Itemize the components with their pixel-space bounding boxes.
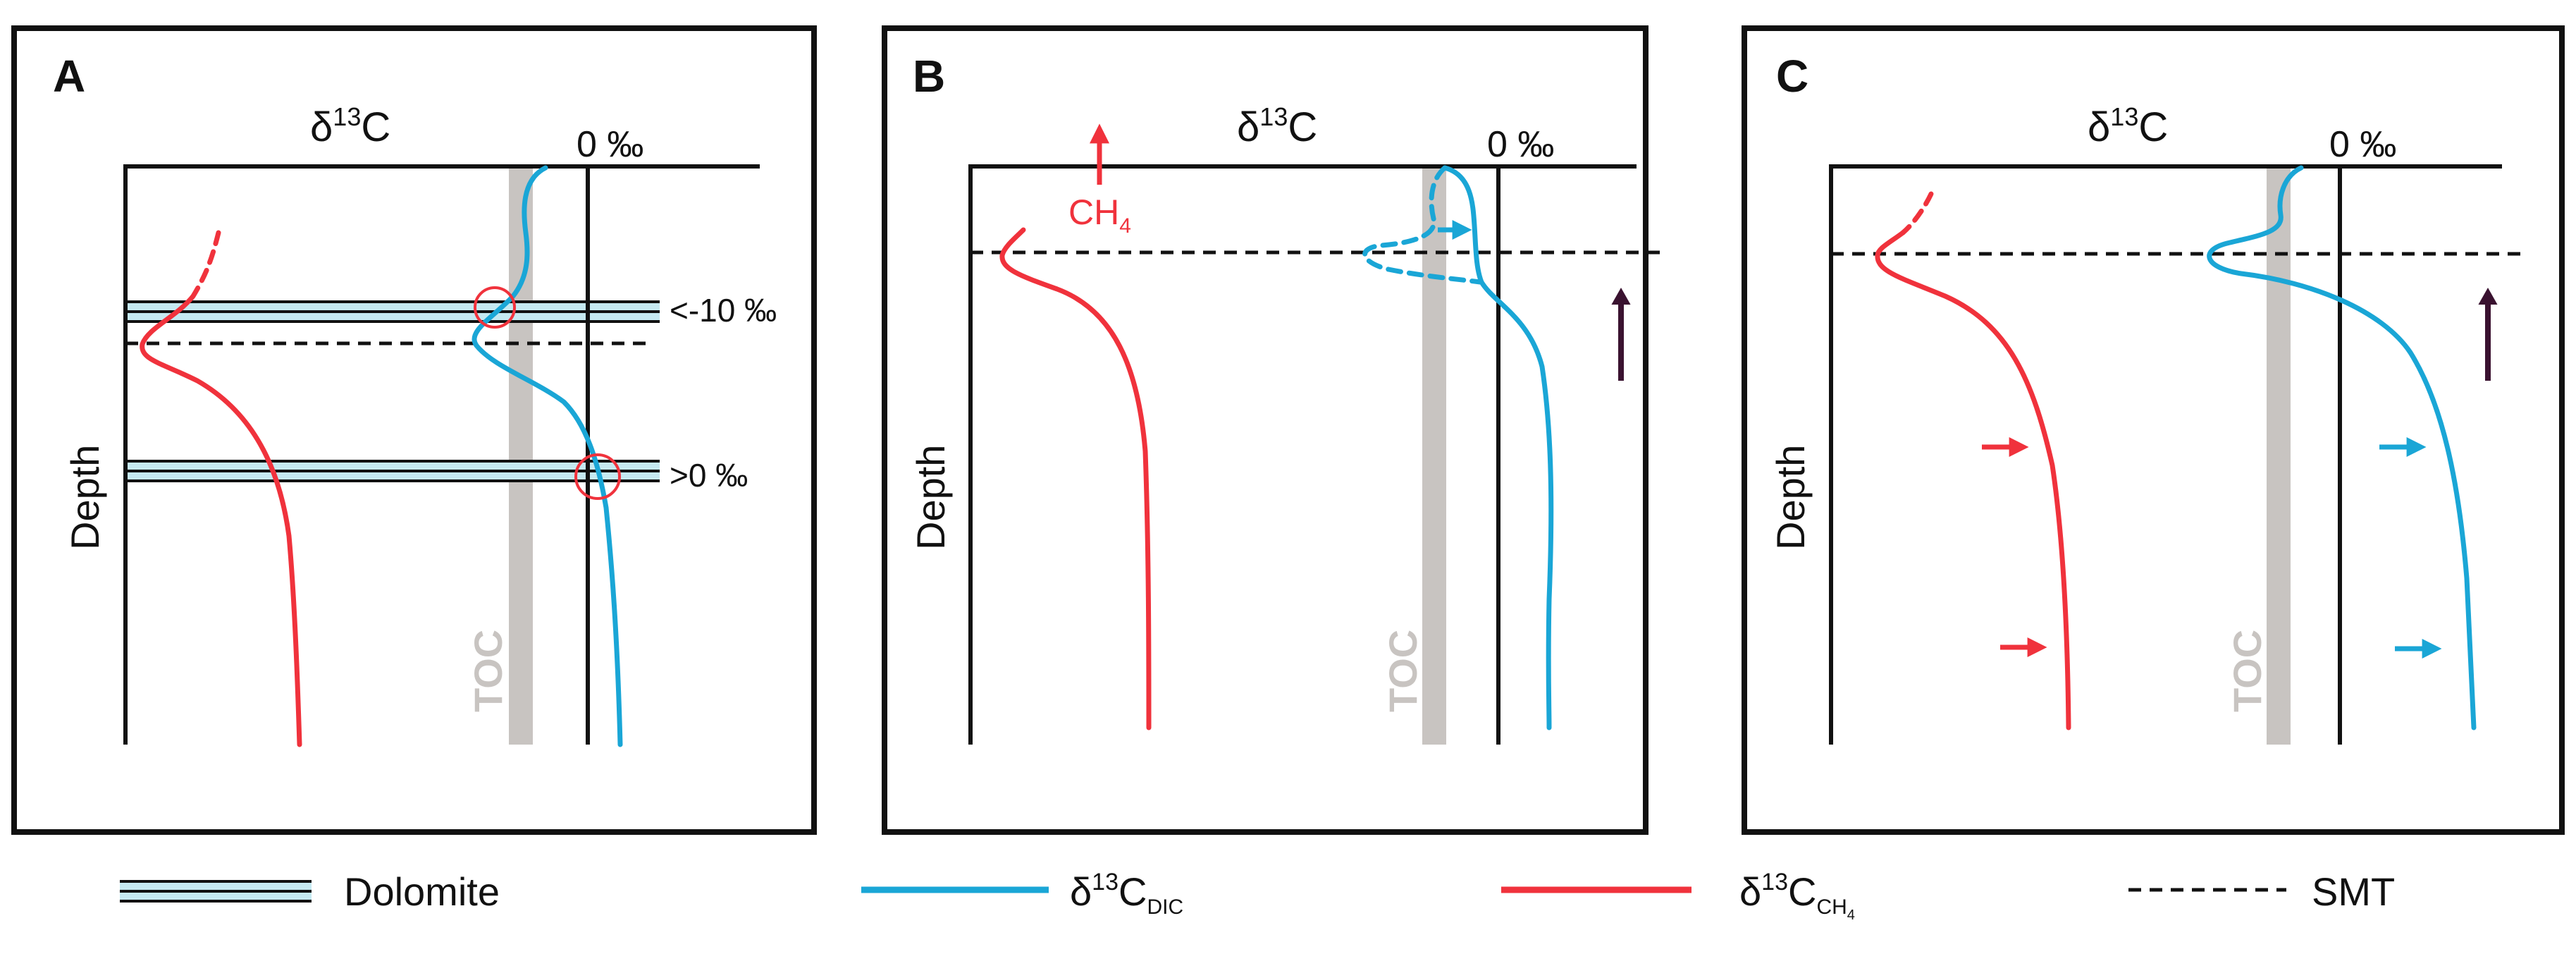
panel-b-depth-label: Depth <box>908 445 953 550</box>
legend-dic-label: δ13CDIC <box>1070 869 1183 919</box>
panel-c-frame <box>1742 25 2565 835</box>
panel-a: A δ13C 0 ‰ TOC <-10 ‰ >0 ‰ Depth <box>11 25 817 835</box>
panel-b-letter: B <box>913 51 945 102</box>
panel-b-dic-curve <box>1442 165 1554 730</box>
panel-c: C δ13C 0 ‰ TOC Depth <box>1742 25 2565 835</box>
panel-b-toc-label: TOC <box>1381 630 1425 712</box>
panel-a-depth-label: Depth <box>63 445 107 550</box>
panel-a-circle-lower <box>574 453 621 500</box>
legend-dolomite-label: Dolomite <box>344 869 500 914</box>
panel-a-letter: A <box>53 51 85 102</box>
panel-b: B δ13C 0 ‰ TOC Depth CH4 <box>882 25 1663 835</box>
panel-c-depth-label: Depth <box>1768 445 1813 550</box>
panel-c-dic-curve <box>2207 165 2477 730</box>
panel-a-zero-label: 0 ‰ <box>577 124 643 165</box>
panel-a-frame <box>11 25 817 835</box>
panel-b-dic-curve-shifted <box>1362 165 1483 285</box>
panel-a-dic-curve <box>472 165 623 747</box>
panel-a-circle-upper <box>474 286 516 329</box>
panel-a-axis-title: δ13C <box>310 102 390 150</box>
panel-c-ch4-curve <box>1875 230 2071 730</box>
legend-ch4-label: δ13CCH4 <box>1739 869 1855 923</box>
legend-item-dic: δ13CDIC <box>861 869 1183 919</box>
panel-c-axis-title: δ13C <box>2088 102 2168 150</box>
panel-c-toc-label: TOC <box>2225 630 2269 712</box>
legend-item-dolomite: Dolomite <box>120 869 500 914</box>
panel-c-letter: C <box>1776 51 1808 102</box>
panel-c-toc-bar <box>2267 168 2291 745</box>
panel-c-ch4-curve-upper <box>1900 191 1934 236</box>
legend-smt-label: SMT <box>2312 869 2395 914</box>
panel-b-zero-label: 0 ‰ <box>1487 124 1554 165</box>
panel-a-ch4-curve-upper <box>190 230 221 299</box>
legend-item-smt: SMT <box>2128 869 2395 914</box>
panel-c-zero-label: 0 ‰ <box>2329 124 2396 165</box>
panel-b-frame <box>882 25 1648 835</box>
panel-b-toc-bar <box>1422 168 1446 745</box>
panel-a-toc-label: TOC <box>466 630 510 712</box>
panel-a-ch4-curve <box>140 293 302 747</box>
legend-item-ch4: δ13CCH4 <box>1501 869 1855 923</box>
panel-b-ch4-curve <box>999 227 1152 730</box>
panel-a-band-label-lower: >0 ‰ <box>670 457 748 494</box>
panel-b-axis-title: δ13C <box>1237 102 1317 150</box>
legend: Dolomite δ13CDIC δ13CCH4 SMT <box>120 869 2395 923</box>
panel-a-band-label-upper: <-10 ‰ <box>670 292 777 329</box>
panel-b-ch4-label: CH4 <box>1068 192 1131 238</box>
